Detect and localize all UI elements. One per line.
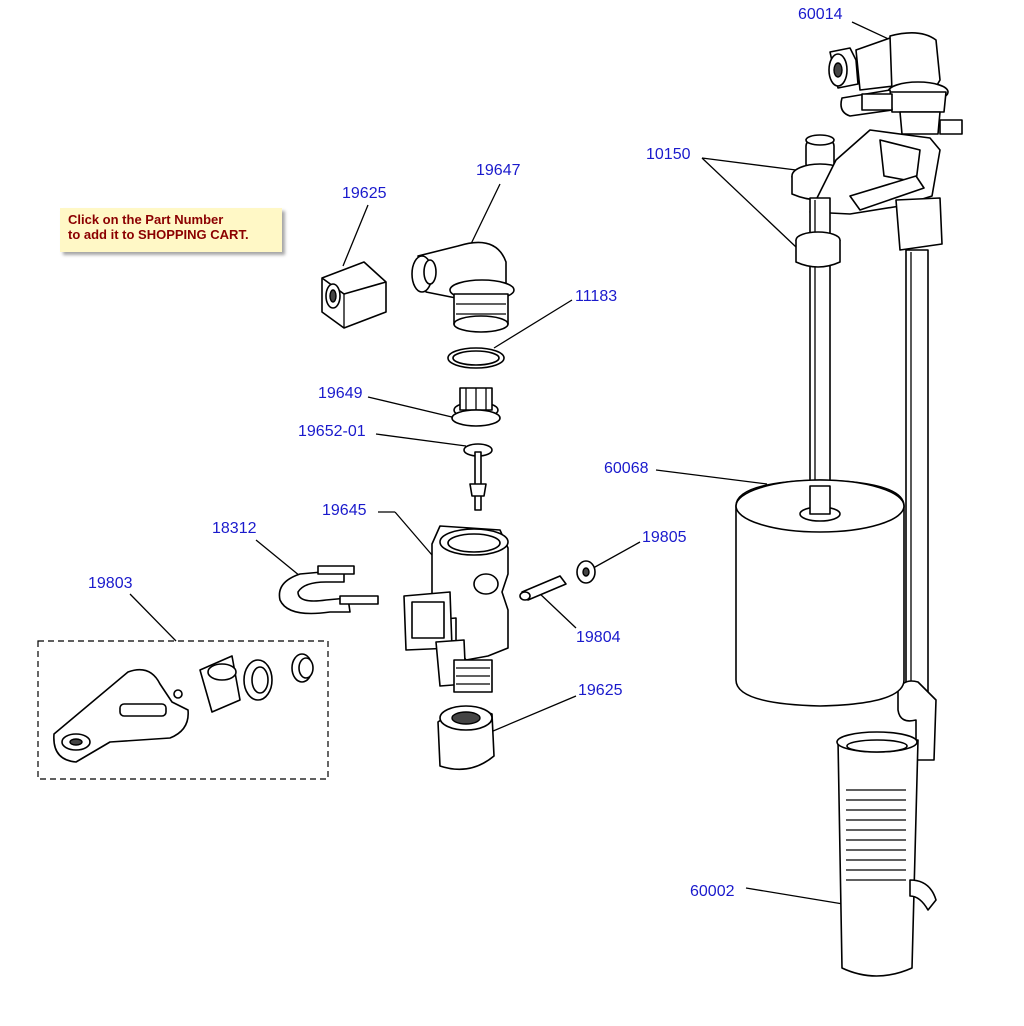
note-line-1: Click on the Part Number xyxy=(68,212,224,227)
note-line-2: to add it to SHOPPING CART. xyxy=(68,227,249,242)
part-link-18312[interactable]: 18312 xyxy=(212,520,257,537)
valve-assembly-right xyxy=(735,32,963,977)
part-link-19645[interactable]: 19645 xyxy=(322,502,367,519)
part-link-60014[interactable]: 60014 xyxy=(798,6,843,23)
part-link-19805[interactable]: 19805 xyxy=(642,529,687,546)
valve-body-stack xyxy=(278,241,596,771)
screen-slots xyxy=(846,789,906,881)
instruction-note: Click on the Part Number to add it to SH… xyxy=(60,208,282,252)
part-link-19649[interactable]: 19649 xyxy=(318,385,363,402)
part-link-10150[interactable]: 10150 xyxy=(646,146,691,163)
part-link-60068[interactable]: 60068 xyxy=(604,460,649,477)
part-link-19647[interactable]: 19647 xyxy=(476,162,521,179)
kit-19803 xyxy=(37,640,329,780)
leader-lines xyxy=(129,21,896,905)
part-link-19803[interactable]: 19803 xyxy=(88,575,133,592)
part-link-11183[interactable]: 11183 xyxy=(575,288,618,305)
part-link-19625-bottom[interactable]: 19625 xyxy=(578,682,623,699)
part-link-19652-01[interactable]: 19652-01 xyxy=(298,423,366,440)
part-link-19625-top[interactable]: 19625 xyxy=(342,185,387,202)
part-link-19804[interactable]: 19804 xyxy=(576,629,621,646)
part-link-60002[interactable]: 60002 xyxy=(690,883,735,900)
